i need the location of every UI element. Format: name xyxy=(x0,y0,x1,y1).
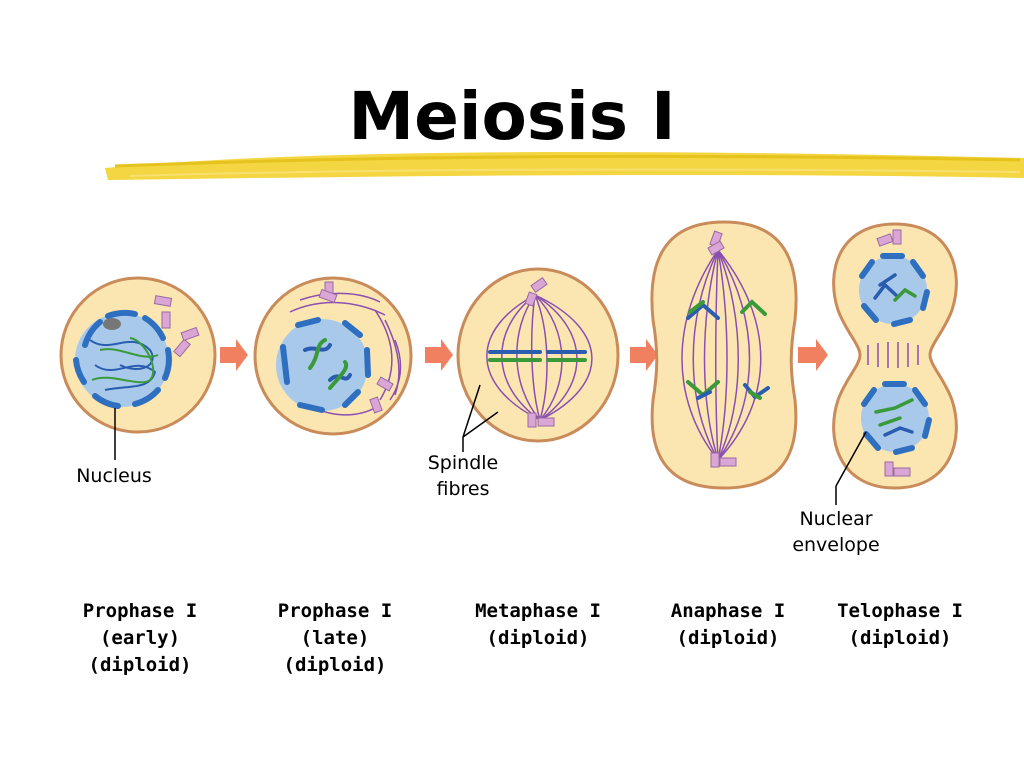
stage-detail: (diploid) xyxy=(88,654,192,676)
stage-detail: (diploid) xyxy=(486,627,590,649)
label-nucleus: Nucleus xyxy=(64,463,164,489)
stage-label-5: Telophase I (diploid) xyxy=(820,598,980,652)
title-highlight-stroke xyxy=(105,152,1024,180)
arrow-2 xyxy=(425,339,453,371)
nucleus xyxy=(276,319,368,411)
stage-name: Metaphase I xyxy=(475,600,601,622)
stage-name: Anaphase I xyxy=(670,600,786,622)
stage-label-2: Prophase I (late) (diploid) xyxy=(255,598,415,679)
stage-detail: (diploid) xyxy=(848,627,952,649)
cell-metaphase xyxy=(456,267,620,452)
label-spindle-line2: fibres xyxy=(436,478,490,500)
stage-name: Prophase I xyxy=(82,600,198,622)
nucleolus xyxy=(103,318,121,330)
cell-telophase xyxy=(832,222,958,505)
label-spindle-line1: Spindle xyxy=(427,452,499,474)
cell-prophase-early xyxy=(59,276,217,460)
stage-detail: (diploid) xyxy=(283,654,387,676)
stage-label-3: Metaphase I (diploid) xyxy=(458,598,618,652)
nuclear-envelope xyxy=(280,317,371,413)
label-spindle-fibres: Spindle fibres xyxy=(413,450,513,502)
nuclear-envelope xyxy=(861,381,932,455)
stage-name: Telophase I xyxy=(837,600,963,622)
stage-label-1: Prophase I (early) (diploid) xyxy=(60,598,220,679)
arrow-4 xyxy=(798,339,828,371)
stage-detail: (diploid) xyxy=(676,627,780,649)
label-nuclear-line1: Nuclear xyxy=(799,508,873,530)
stage-label-4: Anaphase I (diploid) xyxy=(648,598,808,652)
arrow-3 xyxy=(630,339,658,371)
nuclear-envelope xyxy=(859,253,930,327)
stage-detail: (late) xyxy=(300,627,370,649)
cell-prophase-late xyxy=(253,276,413,436)
arrow-1 xyxy=(220,339,248,371)
nuclear-envelope xyxy=(73,309,172,409)
label-nucleus-text: Nucleus xyxy=(76,465,152,487)
stage-detail: (early) xyxy=(99,627,181,649)
label-nuclear-line2: envelope xyxy=(792,534,880,556)
stage-name: Prophase I xyxy=(277,600,393,622)
cell-anaphase xyxy=(650,220,798,490)
label-nuclear-envelope: Nuclear envelope xyxy=(776,506,896,558)
page-title: Meiosis I xyxy=(348,78,676,155)
